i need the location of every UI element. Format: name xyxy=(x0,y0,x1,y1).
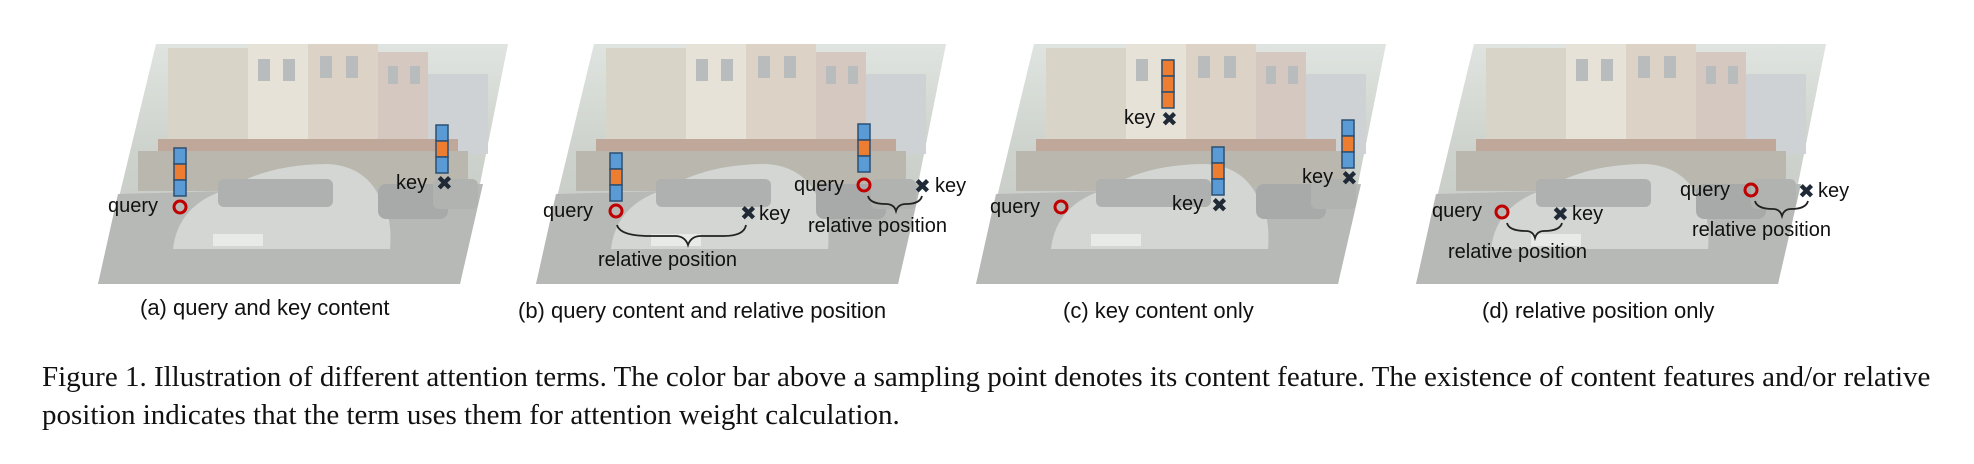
key-marker-c1: ✖ xyxy=(1161,107,1178,131)
panel-b: query ✖ key relative position query ✖ ke… xyxy=(518,44,966,323)
key-marker-d: ✖ xyxy=(1552,202,1569,226)
key-label-c3: key xyxy=(1302,166,1333,188)
query-marker-a xyxy=(172,199,188,215)
key-marker-b2: ✖ xyxy=(914,174,931,198)
key-label-d2: key xyxy=(1818,180,1849,202)
query-label-c: query xyxy=(990,196,1040,218)
key-label-b: key xyxy=(759,203,790,225)
key-marker-b: ✖ xyxy=(740,201,757,225)
key-label-c2: key xyxy=(1172,193,1203,215)
query-label-d2: query xyxy=(1680,179,1730,201)
key-label-a: key xyxy=(396,172,427,194)
query-marker-d2 xyxy=(1743,182,1759,198)
query-label-a: query xyxy=(108,195,158,217)
key-label-b2: key xyxy=(935,175,966,197)
key-feature-bar-a xyxy=(435,124,449,174)
key-marker-d2: ✖ xyxy=(1798,179,1815,203)
key-feature-bar-c1 xyxy=(1161,59,1175,109)
panel-title-a: (a) query and key content xyxy=(140,295,389,320)
key-marker-c3: ✖ xyxy=(1341,166,1358,190)
street-scene-image-c xyxy=(976,44,1386,284)
key-marker-c2: ✖ xyxy=(1211,193,1228,217)
panel-title-d: (d) relative position only xyxy=(1482,298,1714,323)
query-feature-bar-b xyxy=(609,152,623,202)
street-scene-image-b xyxy=(536,44,946,284)
panel-c: ✖ key query ✖ key ✖ key (c) key content … xyxy=(976,44,1386,323)
key-feature-bar-c3 xyxy=(1341,119,1355,169)
panel-a: query ✖ key (a) query and key content xyxy=(98,44,508,320)
panel-d: query ✖ key relative position query ✖ ke… xyxy=(1416,44,1849,323)
query-label-d: query xyxy=(1432,200,1482,222)
query-label-b2: query xyxy=(794,174,844,196)
relative-position-brace-b2 xyxy=(867,195,923,215)
query-label-b: query xyxy=(543,200,593,222)
relative-position-label-b: relative position xyxy=(598,249,737,271)
query-marker-c xyxy=(1053,199,1069,215)
figure-caption: Figure 1. Illustration of different atte… xyxy=(42,361,1931,431)
relative-position-brace-d2 xyxy=(1754,200,1809,220)
query-feature-bar-b2 xyxy=(857,123,871,173)
query-marker-b xyxy=(608,203,624,219)
panel-title-b: (b) query content and relative position xyxy=(518,298,886,323)
key-feature-bar-c2 xyxy=(1211,146,1225,196)
relative-position-label-b2: relative position xyxy=(808,215,947,237)
relative-position-label-d: relative position xyxy=(1448,241,1587,263)
key-label-c1: key xyxy=(1124,107,1155,129)
query-marker-d xyxy=(1494,204,1510,220)
query-marker-b2 xyxy=(856,177,872,193)
panel-title-c: (c) key content only xyxy=(1063,298,1254,323)
key-label-d: key xyxy=(1572,203,1603,225)
relative-position-brace-d xyxy=(1506,222,1563,242)
key-marker-a: ✖ xyxy=(436,171,453,195)
relative-position-brace-b xyxy=(616,224,747,248)
relative-position-label-d2: relative position xyxy=(1692,219,1831,241)
query-feature-bar-a xyxy=(173,147,187,197)
